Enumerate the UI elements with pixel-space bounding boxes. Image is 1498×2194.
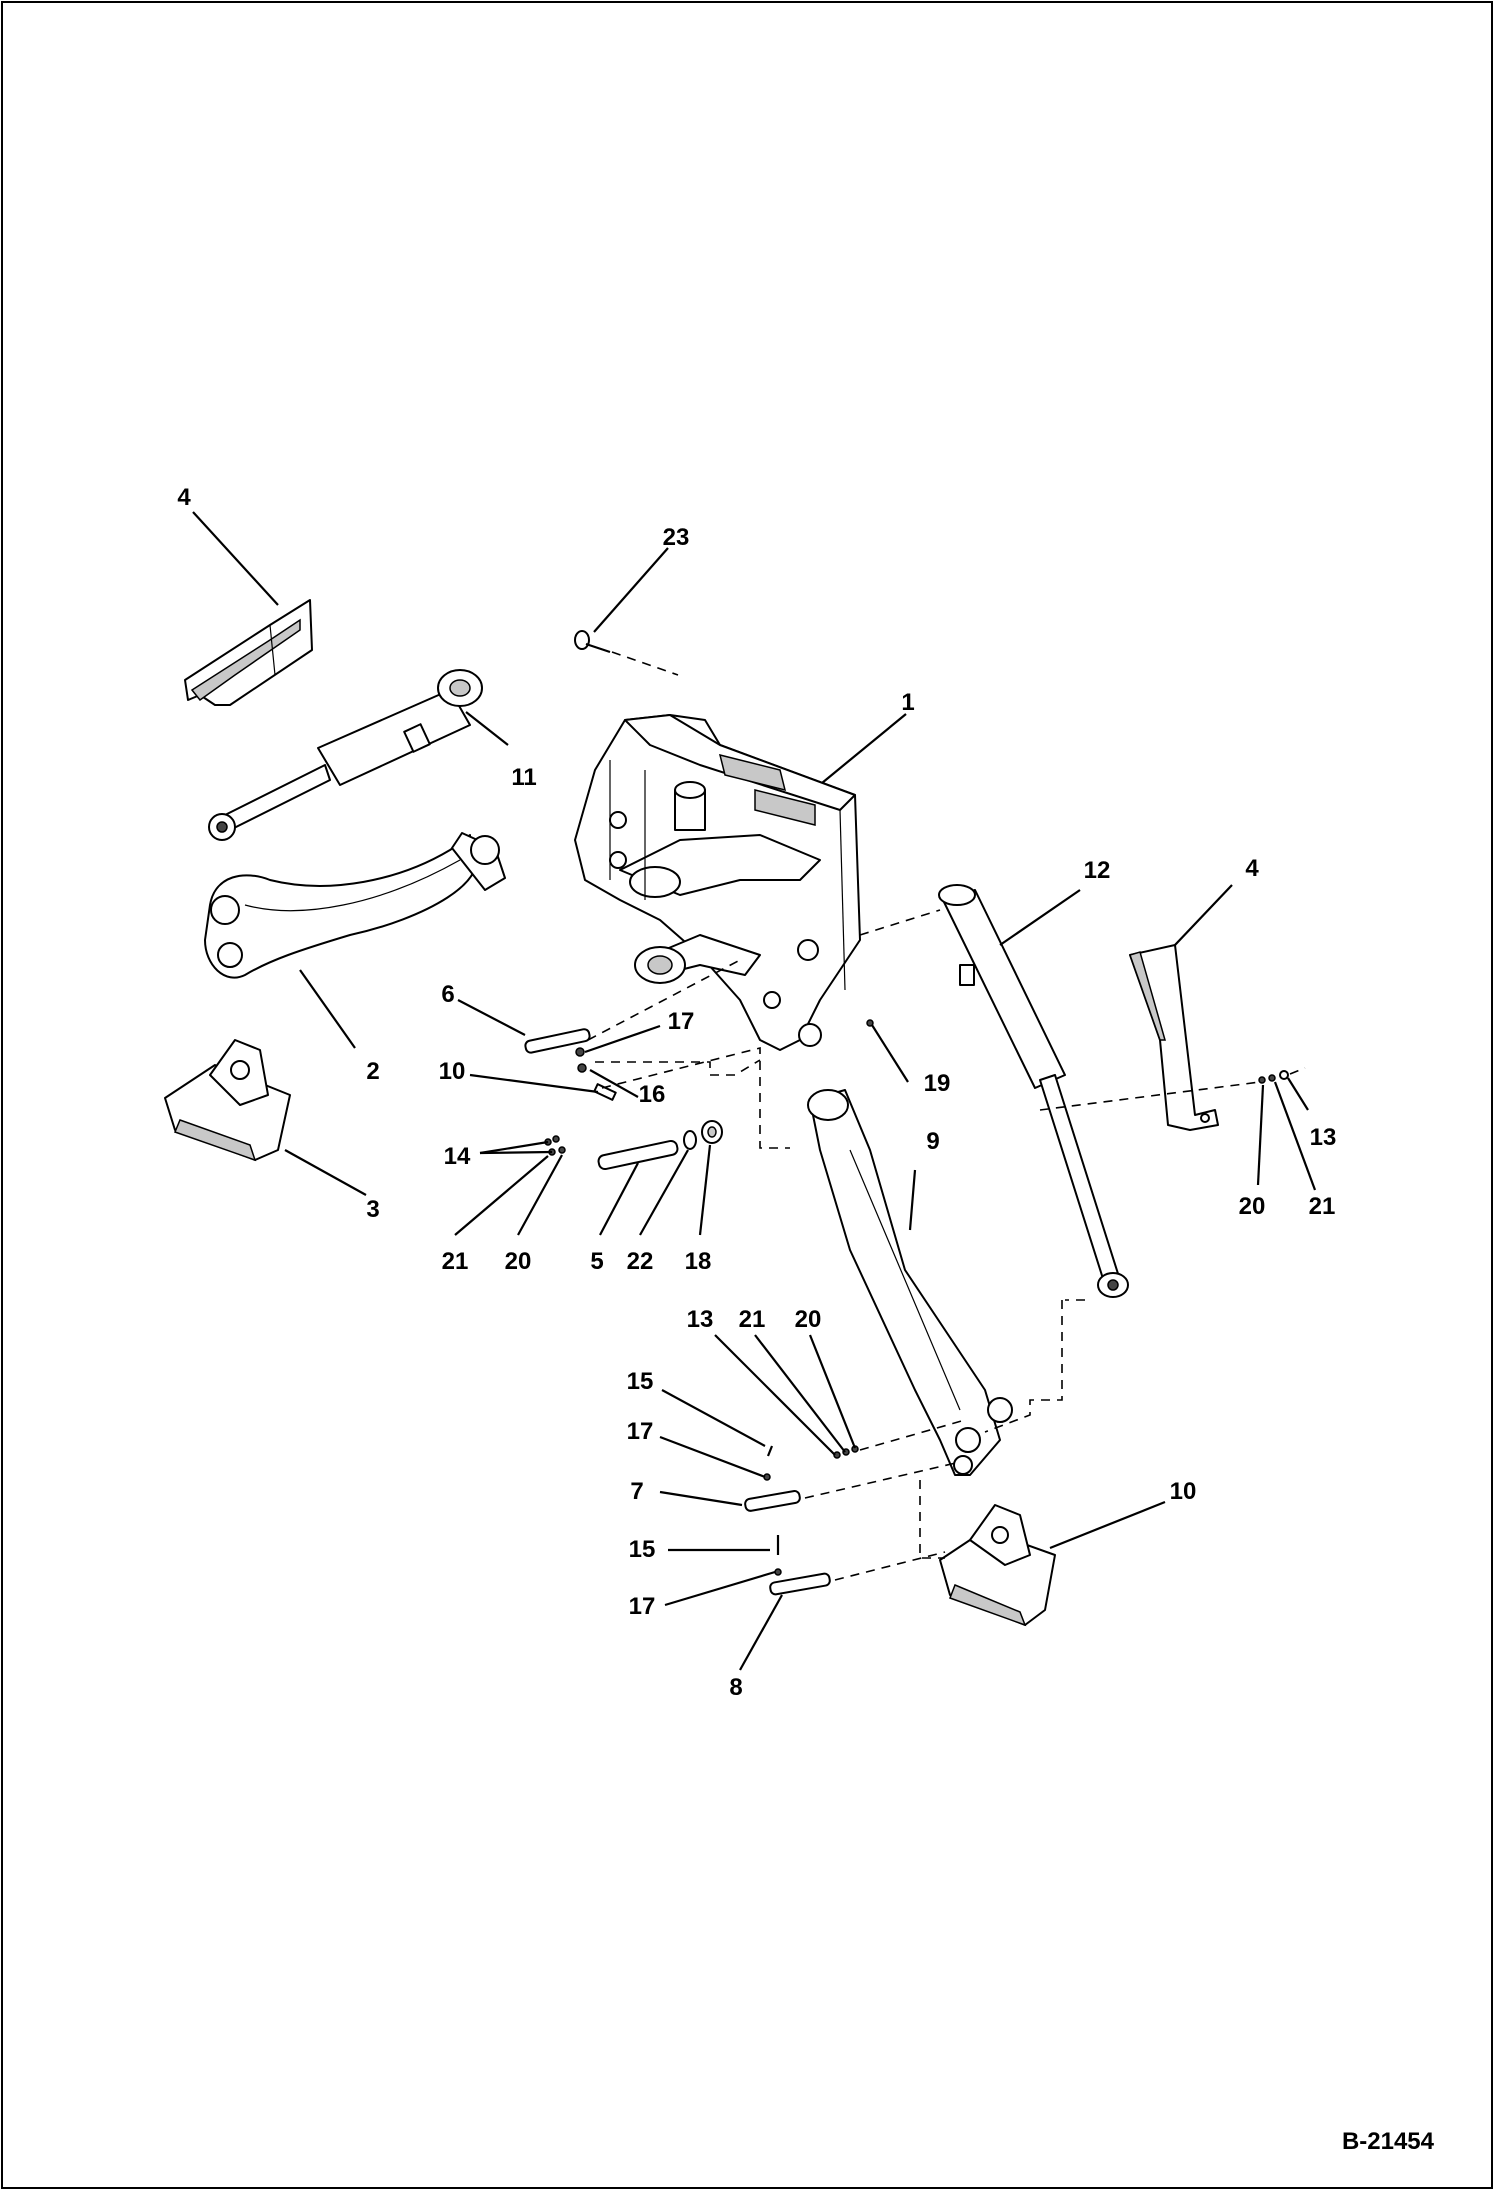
callout-21a: 21	[1308, 1193, 1336, 1220]
mount-bracket-left	[164, 1039, 291, 1162]
callout-2: 2	[366, 1058, 380, 1085]
callout-13b: 13	[686, 1306, 714, 1333]
callout-17b: 17	[626, 1418, 654, 1445]
callout-22: 22	[626, 1248, 654, 1275]
swing-frame	[574, 714, 861, 1051]
callout-8: 8	[729, 1674, 743, 1701]
boom-arm	[204, 832, 506, 979]
callout-17c: 17	[628, 1593, 656, 1620]
callout-19: 19	[923, 1070, 951, 1097]
callout-9: 9	[926, 1128, 940, 1155]
leader-lines	[192, 511, 1317, 1671]
lower-link	[807, 1089, 1013, 1476]
callout-10: 10	[1169, 1478, 1197, 1505]
callout-23: 23	[662, 524, 690, 551]
callout-12b: 12	[1083, 857, 1111, 884]
cover-plate-left	[184, 599, 313, 706]
callout-21c: 21	[738, 1306, 766, 1333]
callout-20a: 20	[1238, 1193, 1266, 1220]
callout-16: 16	[638, 1081, 666, 1108]
callout-20c: 20	[794, 1306, 822, 1333]
mount-bracket-right	[939, 1504, 1056, 1627]
hydraulic-cylinder-right	[938, 884, 1129, 1298]
callout-21b: 21	[441, 1248, 469, 1275]
callout-20b: 20	[504, 1248, 532, 1275]
small-hardware	[524, 1019, 1289, 1596]
assembly-lines	[587, 651, 1306, 1581]
callout-7: 7	[630, 1478, 644, 1505]
cover-plate-right	[1129, 944, 1219, 1131]
callout-15a: 15	[626, 1368, 654, 1395]
callout-4b: 4	[1245, 855, 1259, 882]
callout-18: 18	[684, 1248, 712, 1275]
hydraulic-cylinder-left	[208, 669, 483, 841]
callout-13a: 13	[1309, 1124, 1337, 1151]
callout-4a: 4	[177, 484, 191, 511]
cotter-pin	[574, 630, 611, 654]
callout-5: 5	[590, 1248, 604, 1275]
document-number: B-21454	[1341, 2128, 1434, 2155]
callout-3: 3	[366, 1196, 380, 1223]
callout-15b: 15	[628, 1536, 656, 1563]
callout-6: 6	[441, 981, 455, 1008]
callout-17a: 17	[667, 1008, 695, 1035]
callout-14: 14	[443, 1143, 471, 1170]
callout-1: 1	[901, 689, 915, 716]
callout-12a: 11	[511, 764, 537, 791]
callout-11: 10	[438, 1058, 466, 1085]
